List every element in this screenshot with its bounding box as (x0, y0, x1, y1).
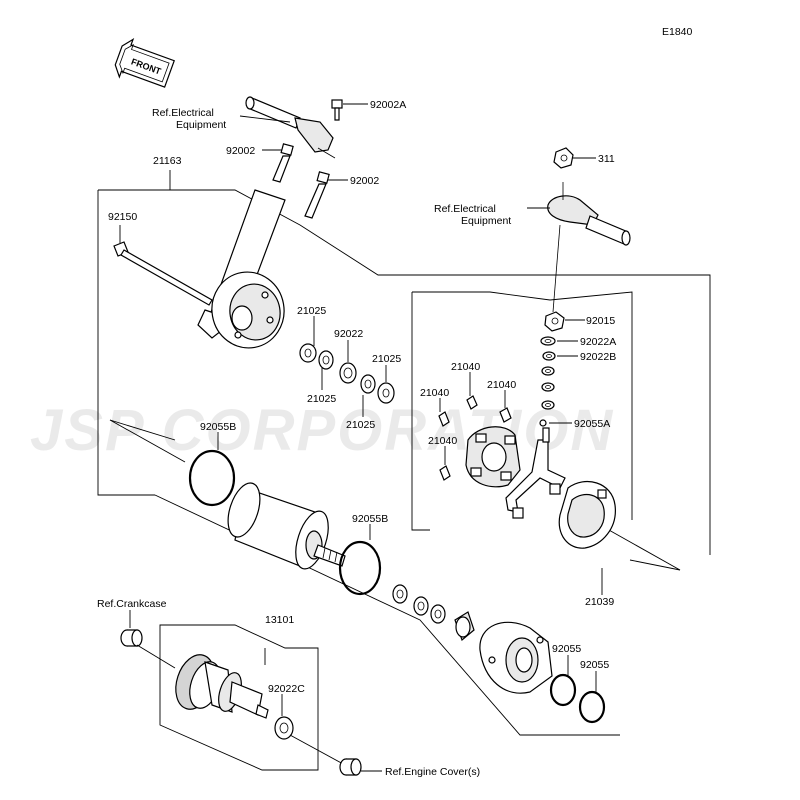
ref-electrical-1-line1: Ref.Electrical (152, 107, 214, 119)
label-21040-b: 21040 (487, 379, 516, 391)
label-21163: 21163 (153, 155, 182, 167)
label-13101: 13101 (265, 614, 294, 626)
electrical-cable-1 (245, 96, 336, 159)
washers-92022A-92022B (540, 336, 556, 410)
label-21025-c: 21025 (307, 393, 336, 405)
label-21040-d: 21040 (428, 435, 457, 447)
ref-engine-cover: Ref.Engine Cover(s) (385, 766, 480, 778)
label-92150: 92150 (108, 211, 137, 223)
label-311: 311 (598, 153, 615, 165)
label-92055B-center: 92055B (352, 513, 388, 525)
starter-end-cover (479, 621, 553, 694)
label-92022A: 92022A (580, 336, 616, 348)
label-21025-a: 21025 (297, 305, 326, 317)
assembly-boundary-lines (97, 170, 711, 771)
brush-holder-plate (465, 426, 521, 488)
label-92055B-left: 92055B (200, 421, 236, 433)
starter-armature (227, 482, 346, 570)
label-92022B: 92022B (580, 351, 616, 363)
o-ring-92055B-center (338, 540, 382, 596)
starter-housing-21163 (197, 189, 286, 349)
washers-21025-92022 (299, 343, 395, 404)
label-92055-a: 92055 (552, 643, 581, 655)
bushing-engine-cover (339, 758, 362, 776)
bushing-crankcase (120, 629, 143, 647)
ref-electrical-2-line2: Equipment (461, 215, 511, 227)
o-ring-92055A (539, 419, 547, 427)
label-92055-b: 92055 (580, 659, 609, 671)
long-bolt-92150 (113, 241, 213, 306)
watermark-text: JSP CORPORATION (30, 398, 614, 463)
o-ring-92055-a (549, 673, 577, 707)
o-ring-92055-b (578, 690, 606, 724)
label-92055A: 92055A (574, 418, 610, 430)
label-92022: 92022 (334, 328, 363, 340)
electrical-cable-2 (547, 182, 631, 246)
bolt-92002A (331, 99, 343, 121)
bolt-92002-right (304, 171, 330, 219)
ref-crankcase: Ref.Crankcase (97, 598, 167, 610)
shims-row (392, 584, 475, 642)
ref-electrical-1-line2: Equipment (176, 119, 226, 131)
diagram-code: E1840 (662, 26, 693, 38)
ref-electrical-2-line1: Ref.Electrical (434, 203, 496, 215)
label-92002-right: 92002 (350, 175, 379, 187)
label-21039: 21039 (585, 596, 614, 608)
starter-clutch-13101 (175, 654, 269, 719)
o-ring-92055B-left (188, 449, 236, 507)
front-arrow-icon: FRONT (114, 37, 175, 88)
washer-92022C (274, 716, 294, 740)
bolt-92002-left (272, 143, 294, 183)
label-21040-a: 21040 (451, 361, 480, 373)
label-92015: 92015 (586, 315, 615, 327)
terminal-rod (552, 224, 561, 313)
label-21025-d: 21025 (346, 419, 375, 431)
label-21025-b: 21025 (372, 353, 401, 365)
label-92002A: 92002A (370, 99, 406, 111)
label-21040-c: 21040 (420, 387, 449, 399)
brush-springs-21040 (438, 395, 512, 481)
label-92002-left: 92002 (226, 145, 255, 157)
nut-92015 (544, 311, 565, 332)
nut-311 (553, 147, 574, 169)
brush-holder-bracket (505, 427, 566, 519)
yoke-ring (558, 480, 616, 549)
label-92022C: 92022C (268, 683, 305, 695)
